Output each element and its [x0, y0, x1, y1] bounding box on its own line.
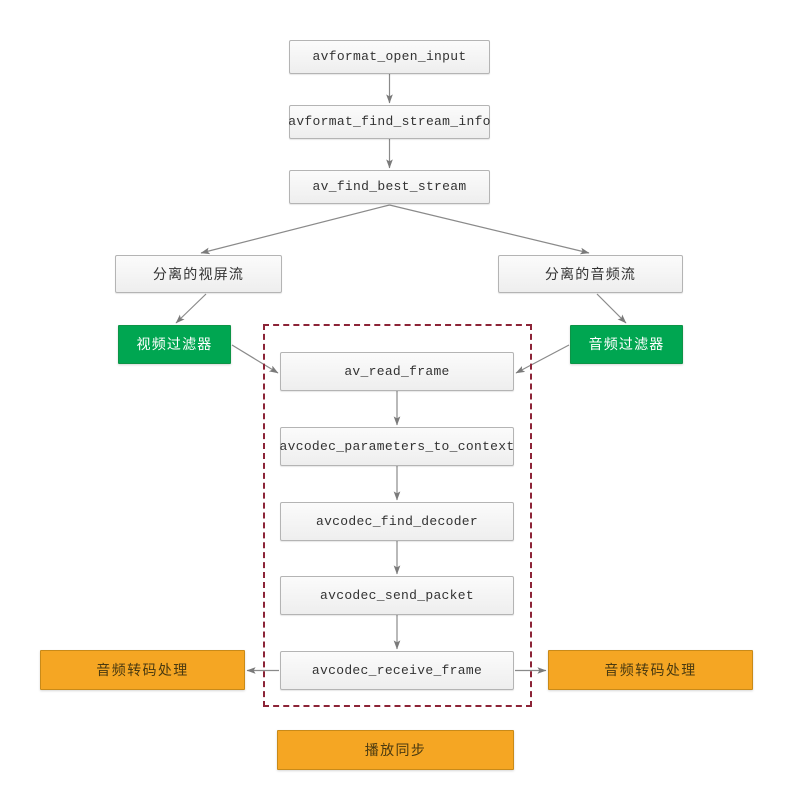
- node-avcodec-parameters-to-context[interactable]: avcodec_parameters_to_context: [280, 427, 514, 466]
- node-label: 视频过滤器: [136, 336, 213, 353]
- node-label: 音频转码处理: [604, 661, 697, 678]
- node-avcodec-send-packet[interactable]: avcodec_send_packet: [280, 576, 514, 615]
- node-avcodec-find-decoder[interactable]: avcodec_find_decoder: [280, 502, 514, 541]
- node-audio-filter[interactable]: 音频过滤器: [570, 325, 683, 364]
- node-label: avcodec_find_decoder: [315, 513, 479, 529]
- edge-audio-stream-to-audio-filter: [596, 293, 627, 324]
- node-avformat-find-stream-info[interactable]: avformat_find_stream_info: [288, 105, 491, 139]
- node-audio-transcode-left[interactable]: 音频转码处理: [40, 650, 245, 690]
- edge-best-stream-to-audio-stream: [389, 204, 590, 255]
- node-label: av_read_frame: [344, 363, 450, 379]
- node-label: avformat_find_stream_info: [288, 114, 491, 130]
- node-label: av_find_best_stream: [312, 179, 467, 195]
- node-label: 音频转码处理: [96, 661, 189, 678]
- node-label: 分离的音频流: [544, 265, 637, 282]
- decode-loop-group: [263, 324, 532, 707]
- node-av-read-frame[interactable]: av_read_frame: [280, 352, 514, 391]
- node-label: avcodec_send_packet: [320, 587, 474, 603]
- node-av-find-best-stream[interactable]: av_find_best_stream: [289, 170, 490, 204]
- node-avformat-open-input[interactable]: avformat_open_input: [289, 40, 490, 74]
- node-audio-transcode-right[interactable]: 音频转码处理: [548, 650, 753, 690]
- node-label: avcodec_parameters_to_context: [279, 438, 515, 454]
- node-label: avcodec_receive_frame: [311, 662, 483, 678]
- edge-video-stream-to-video-filter: [175, 293, 207, 324]
- node-audio-stream[interactable]: 分离的音频流: [498, 255, 683, 293]
- edge-best-stream-to-video-stream: [200, 204, 390, 255]
- node-label: 分离的视屏流: [152, 265, 245, 282]
- node-label: 音频过滤器: [588, 336, 665, 353]
- node-video-filter[interactable]: 视频过滤器: [118, 325, 231, 364]
- node-avcodec-receive-frame[interactable]: avcodec_receive_frame: [280, 651, 514, 690]
- node-label: avformat_open_input: [312, 49, 467, 65]
- node-label: 播放同步: [364, 741, 427, 758]
- node-playback-sync[interactable]: 播放同步: [277, 730, 514, 770]
- node-video-stream[interactable]: 分离的视屏流: [115, 255, 282, 293]
